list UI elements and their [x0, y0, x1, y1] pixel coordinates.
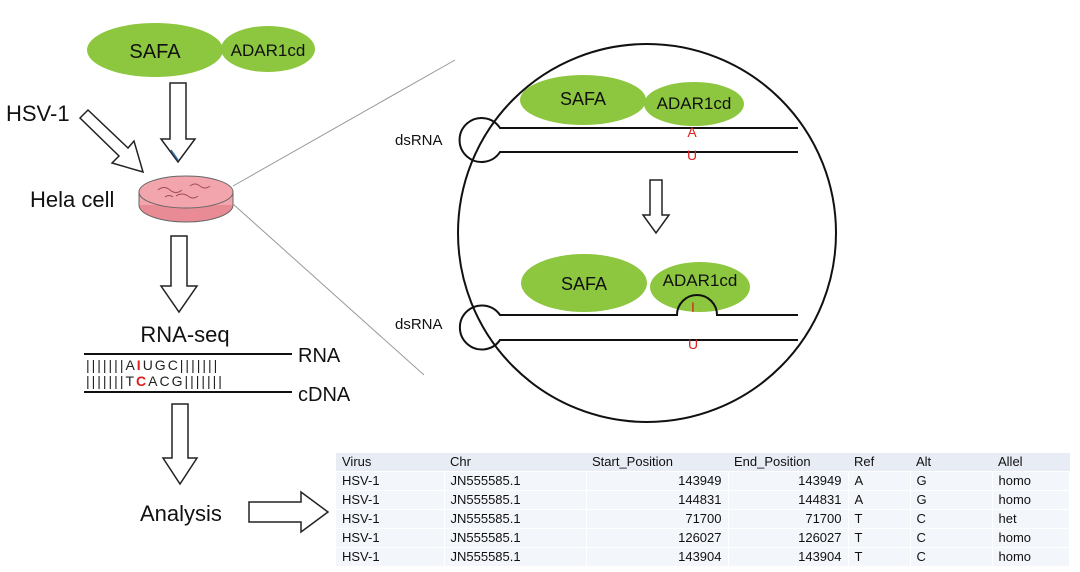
table-header-row: Virus Chr Start_Position End_Position Re… — [336, 453, 1070, 472]
hsv1-label: HSV-1 — [6, 101, 70, 126]
cell-alt: C — [910, 509, 993, 529]
zoom-line-top — [232, 59, 456, 187]
petri-dish-icon — [138, 175, 234, 223]
safa-label-top: SAFA — [129, 41, 181, 63]
col-header-virus: Virus — [342, 454, 372, 469]
base-i-label: I — [691, 299, 695, 315]
cell-ref: A — [848, 471, 911, 491]
adar1cd-blob-lower — [650, 262, 750, 312]
cell-chr: JN555585.1 — [444, 528, 587, 548]
adar1cd-label-top: ADAR1cd — [231, 41, 306, 60]
arrow-editing-step — [641, 179, 671, 235]
base-u-label-lower: U — [688, 336, 698, 352]
cell-end-position: 144831 — [728, 490, 849, 510]
table-row: HSV-1 JN555585.1 144831 144831 A G homo — [336, 490, 1070, 510]
editing-sites-table: Virus Chr Start_Position End_Position Re… — [336, 453, 1070, 566]
cell-virus: HSV-1 — [336, 471, 445, 491]
cell-ref: T — [848, 528, 911, 548]
cell-virus: HSV-1 — [336, 528, 445, 548]
col-header-chr: Chr — [450, 454, 471, 469]
cell-alt: C — [910, 547, 993, 566]
cell-allel: homo — [992, 471, 1070, 491]
cell-alt: G — [910, 490, 993, 510]
rna-seq-label: RNA-seq — [140, 322, 229, 347]
col-header-start-position: Start_Position — [592, 454, 673, 469]
cdna-sequence: |||||||TCACG||||||| — [86, 373, 224, 389]
cell-ref: A — [848, 490, 911, 510]
cell-start-position: 143904 — [586, 547, 729, 566]
col-header-ref: Ref — [854, 454, 875, 469]
cell-ref: T — [848, 547, 911, 566]
cell-end-position: 143949 — [728, 471, 849, 491]
cdna-label: cDNA — [298, 384, 351, 406]
arrow-analysis-to-table — [248, 490, 330, 534]
hela-cell-label: Hela cell — [30, 187, 114, 212]
cell-end-position: 126027 — [728, 528, 849, 548]
cell-chr: JN555585.1 — [444, 509, 587, 529]
cell-start-position: 71700 — [586, 509, 729, 529]
arrow-protein-to-cell-tip — [170, 149, 179, 161]
table-row: HSV-1 JN555585.1 143904 143904 T C homo — [336, 547, 1070, 566]
table-row: HSV-1 JN555585.1 71700 71700 T C het — [336, 509, 1070, 529]
analysis-label: Analysis — [140, 501, 222, 526]
cell-start-position: 144831 — [586, 490, 729, 510]
cdna-edit-base: C — [136, 373, 148, 389]
arrow-rnaseq-to-analysis — [161, 403, 199, 486]
cell-end-position: 143904 — [728, 547, 849, 566]
cell-chr: JN555585.1 — [444, 547, 587, 566]
rna-label: RNA — [298, 345, 341, 367]
safa-label-lower: SAFA — [561, 274, 607, 294]
adar1cd-blob-top — [221, 26, 315, 72]
cell-virus: HSV-1 — [336, 547, 445, 566]
col-header-end-position: End_Position — [734, 454, 811, 469]
dsrna-label-upper: dsRNA — [395, 132, 443, 149]
rna-sequence: |||||||AIUGC||||||| — [86, 357, 219, 373]
cell-alt: C — [910, 528, 993, 548]
fusion-protein-top: SAFA ADAR1cd — [87, 23, 315, 77]
cell-allel: homo — [992, 547, 1070, 566]
rna-edit-base: I — [137, 357, 143, 373]
table-row: HSV-1 JN555585.1 143949 143949 A G homo — [336, 471, 1070, 491]
col-header-allel: Allel — [998, 454, 1023, 469]
zoom-line-bottom — [232, 203, 425, 376]
cell-allel: het — [992, 509, 1070, 529]
sequence-strands: |||||||AIUGC||||||| |||||||TCACG||||||| — [84, 353, 292, 393]
dsrna-label-lower: dsRNA — [395, 316, 443, 333]
cell-allel: homo — [992, 528, 1070, 548]
cell-chr: JN555585.1 — [444, 490, 587, 510]
col-header-alt: Alt — [916, 454, 932, 469]
cell-alt: G — [910, 471, 993, 491]
base-a-label: A — [687, 124, 697, 140]
arrow-protein-to-cell — [159, 82, 197, 164]
safa-blob-top — [87, 23, 223, 77]
dsrna-after-editing: SAFA ADAR1cd I U dsRNA — [395, 254, 798, 352]
adar1cd-label-upper: ADAR1cd — [657, 94, 732, 113]
dsrna-before-editing: SAFA ADAR1cd A U dsRNA — [395, 75, 798, 163]
adar1cd-blob-upper — [644, 82, 744, 126]
cell-ref: T — [848, 509, 911, 529]
table-row: HSV-1 JN555585.1 126027 126027 T C homo — [336, 528, 1070, 548]
cell-virus: HSV-1 — [336, 509, 445, 529]
base-u-label-upper: U — [687, 147, 697, 163]
cell-end-position: 71700 — [728, 509, 849, 529]
safa-label-upper: SAFA — [560, 89, 606, 109]
cell-start-position: 126027 — [586, 528, 729, 548]
adar1cd-label-lower: ADAR1cd — [663, 271, 738, 290]
cell-chr: JN555585.1 — [444, 471, 587, 491]
cell-allel: homo — [992, 490, 1070, 510]
cell-virus: HSV-1 — [336, 490, 445, 510]
arrow-hsv1-to-cell — [78, 108, 145, 174]
safa-blob-upper — [520, 75, 646, 125]
arrow-cell-to-rnaseq — [159, 235, 199, 314]
cell-start-position: 143949 — [586, 471, 729, 491]
safa-blob-lower — [521, 254, 647, 312]
zoom-circle — [457, 43, 837, 423]
